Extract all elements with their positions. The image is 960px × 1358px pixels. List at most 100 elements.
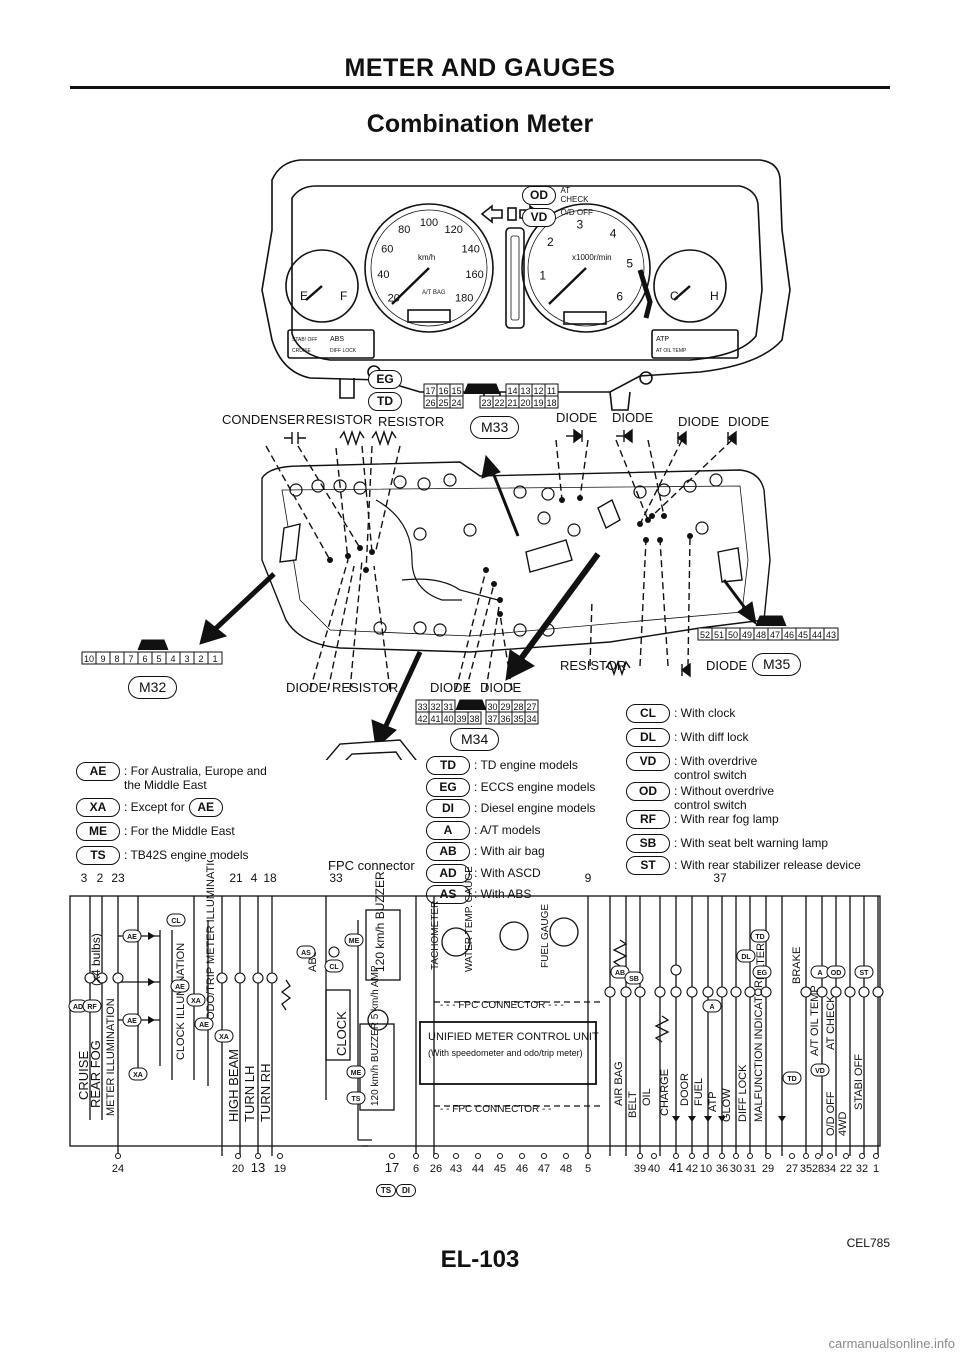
- label-fpc-top: - - - FPC CONNECTOR - - -: [440, 1000, 564, 1011]
- bottom-pin: 31: [744, 1163, 756, 1175]
- badge-eg: EG: [368, 370, 402, 389]
- badge-vd: VD O/D OFF: [522, 208, 594, 227]
- bottom-pin: 24: [112, 1163, 124, 1175]
- label-right-16: STABI OFF: [853, 1054, 865, 1110]
- leader-dot: [363, 567, 369, 573]
- top-pin: 23: [111, 871, 125, 885]
- legend-code: AB: [426, 842, 470, 861]
- wire-badge: A: [709, 1004, 714, 1011]
- lamp: [670, 964, 682, 976]
- dial-tick: 180: [455, 293, 473, 305]
- connector-cell: [524, 711, 539, 725]
- fuel-e: E: [300, 289, 308, 303]
- leader-dot: [369, 549, 375, 555]
- connector-pin: 33: [417, 702, 427, 712]
- wire-badge: A: [817, 970, 822, 977]
- connector-pin: 10: [84, 654, 94, 664]
- bottom-pin: 19: [274, 1163, 286, 1175]
- pin-dot: [703, 1153, 709, 1159]
- label-right-12: A/T OIL TEMP: [809, 985, 821, 1056]
- legend-text: : TD engine models: [474, 758, 578, 772]
- label-buzzer-low: 120 km/h BUZZER 5 km/h AMP: [370, 965, 381, 1106]
- speedo-unit: km/h: [418, 253, 435, 262]
- fpc-connector-label: FPC connector: [328, 858, 415, 873]
- label-right-2: OIL: [641, 1088, 653, 1106]
- connector-pin: 37: [487, 714, 497, 724]
- top-pin: 2: [97, 871, 104, 885]
- legend-text: : Except for: [124, 800, 185, 814]
- leader-dot: [491, 581, 497, 587]
- leader-dot: [645, 517, 651, 523]
- bottom-pin: 41: [669, 1160, 683, 1175]
- connector-pin: 52: [700, 630, 710, 640]
- legend-text: : With air bag: [474, 844, 545, 858]
- badge-od-code: OD: [522, 186, 556, 205]
- top-pin: 33: [329, 871, 343, 885]
- legend-text: : With diff lock: [674, 730, 749, 744]
- rear-connector-sockets: [279, 498, 743, 583]
- bottom-pin: 34: [824, 1163, 836, 1175]
- pin-dot: [789, 1153, 795, 1159]
- top-pin: 4: [251, 871, 258, 885]
- connector-pin: 24: [451, 398, 461, 408]
- legend-code: ME: [76, 822, 120, 841]
- ind-atoil: AT OIL TEMP: [656, 348, 687, 354]
- wire-badge-box: [810, 1063, 830, 1077]
- pin-dot: [497, 1153, 503, 1159]
- airbag-label: A/T BAG: [422, 290, 446, 296]
- lamp: [216, 972, 228, 984]
- pin-dot: [585, 1153, 591, 1159]
- bottom-pin: 48: [560, 1163, 572, 1175]
- rear-hole: [567, 523, 581, 537]
- wire-badge: TD: [787, 1076, 796, 1083]
- pin-dot: [765, 1153, 771, 1159]
- connector-pin: 12: [533, 386, 543, 396]
- legend-row: TS: TB42S engine models: [76, 846, 249, 865]
- wire-badge-box: [624, 971, 644, 985]
- pin-dot: [843, 1153, 849, 1159]
- connector-pin: 29: [500, 702, 510, 712]
- legend-code: ST: [626, 856, 670, 875]
- bottom-pin: 35: [800, 1163, 812, 1175]
- legend-text: : For Australia, Europe and the Middle E…: [124, 764, 267, 792]
- dial-tick: 3: [577, 217, 584, 231]
- legend-text: : With overdrive control switch: [674, 754, 758, 782]
- legend-row: ST: With rear stabilizer release device: [626, 856, 861, 875]
- wire-badge-box: [854, 965, 874, 979]
- connector-cell: [449, 395, 464, 409]
- dial-tick: 140: [462, 244, 480, 256]
- top-pin: 3: [81, 871, 88, 885]
- m32-tag: M32: [128, 676, 178, 699]
- label-tachometer: TACHOMETER: [430, 901, 441, 970]
- diode-arrow: [718, 1116, 726, 1122]
- legend-row: RF: With rear fog lamp: [626, 810, 779, 829]
- leader-dots: [327, 495, 693, 617]
- label-clock: CLOCK: [334, 1011, 349, 1056]
- label-cruise: CRUISE: [76, 1051, 91, 1100]
- connector-cell: [467, 711, 482, 725]
- legend-code: CL: [626, 704, 670, 723]
- connector-pin: 50: [728, 630, 738, 640]
- pin-dot: [673, 1153, 679, 1159]
- lamp: [686, 986, 698, 998]
- label-clock-illum: CLOCK ILLUMINATION: [175, 943, 187, 1060]
- connector-pin: 23: [481, 398, 491, 408]
- wire-badge: VD: [815, 1068, 825, 1075]
- connector-pin: 51: [714, 630, 724, 640]
- connector-pin: 1: [212, 654, 217, 664]
- label-right-4: DOOR: [679, 1073, 691, 1106]
- website-watermark: carmanualsonline.info: [828, 1336, 955, 1351]
- lamp: [112, 972, 124, 984]
- dial-tick: 160: [465, 269, 483, 281]
- label-diode-7: DIODE: [480, 680, 522, 695]
- legend-code: DL: [626, 728, 670, 747]
- bottom-pin: 26: [430, 1163, 442, 1175]
- connector-pin: 27: [526, 702, 536, 712]
- pin-dot: [815, 1153, 821, 1159]
- label-right-3: CHARGE: [659, 1069, 671, 1116]
- label-right-1: BELT: [627, 1091, 639, 1118]
